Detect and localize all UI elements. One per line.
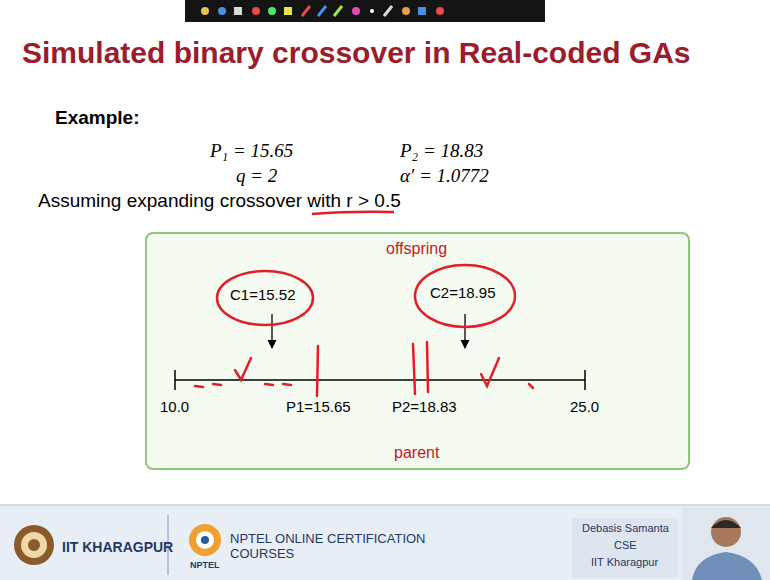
offspring-value: C1=15.52 — [230, 286, 295, 303]
statement: Assuming expanding crossover with r > 0.… — [38, 190, 401, 212]
offspring-value: C2=18.95 — [430, 284, 495, 301]
presenter-photo — [682, 508, 770, 580]
panel-footer-label: parent — [394, 444, 439, 462]
footer-band — [0, 505, 770, 580]
formula: P₁ = 15.65 — [210, 140, 293, 162]
toolbar-icons — [201, 6, 444, 16]
axis-label: P2=18.83 — [392, 398, 457, 415]
formula: α′ = 1.0772 — [400, 165, 489, 187]
department: CSE — [614, 539, 637, 552]
axis-label: 25.0 — [570, 398, 599, 415]
iit-logo — [14, 525, 54, 565]
nptel-logo — [189, 524, 221, 556]
course-name: NPTEL ONLINE CERTIFICATION COURSES — [230, 532, 430, 562]
pen-underline — [312, 212, 394, 214]
formula: q = 2 — [236, 165, 277, 187]
axis-label: 10.0 — [160, 398, 189, 415]
panel-heading: offspring — [386, 240, 447, 258]
institute-name: IIT KHARAGPUR — [62, 539, 173, 555]
presenter-name: Debasis Samanta — [582, 522, 669, 535]
institute: IIT Kharagpur — [591, 556, 658, 569]
slide-title: Simulated binary crossover in Real-coded… — [22, 36, 691, 71]
presenter-box — [572, 518, 678, 578]
number-line-figure — [147, 234, 688, 468]
example-heading: Example: — [55, 107, 139, 129]
footer-rule — [0, 504, 770, 506]
axis-label: P1=15.65 — [286, 398, 351, 415]
formula: P₂ = 18.83 — [400, 140, 483, 162]
logo-caption: NPTEL — [190, 560, 220, 570]
toolbar — [185, 0, 545, 22]
crossover-panel: offspring parent — [145, 232, 690, 470]
